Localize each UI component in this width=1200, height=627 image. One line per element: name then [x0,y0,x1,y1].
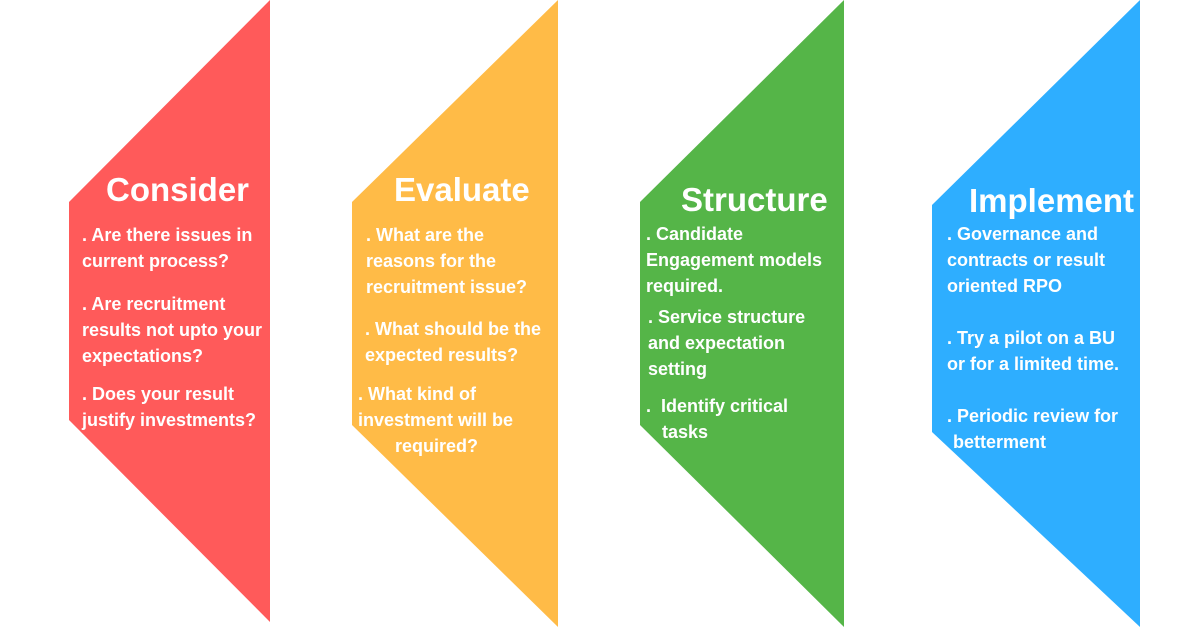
consider-bullet-2-line-2: results not upto your [82,320,262,340]
consider-shape [69,0,270,622]
structure-bullet-2-line-1: . Service structure [648,307,806,327]
structure-bullet-1-line-1: . Candidate [646,224,744,244]
structure-bullet-3-line-1: . Identify critical [646,396,789,416]
evaluate-bullet-2-line-1: . What should be the [365,319,541,339]
structure-bullet-1-line-2: Engagement models [646,250,823,270]
consider-bullet-3-line-1: . Does your result [82,384,235,404]
structure-shape [640,0,844,627]
implement-bullet-3-line-1: . Periodic review for [947,406,1119,426]
evaluate-title: Evaluate [394,171,530,208]
evaluate-shape [352,0,558,627]
consider-bullet-2-line-1: . Are recruitment [82,294,226,314]
consider-bullet-2-line-3: expectations? [82,346,204,366]
evaluate-bullet-3-line-3: required? [395,436,479,456]
consider-title: Consider [106,171,250,208]
evaluate-bullet-1-line-2: reasons for the [366,251,497,271]
structure-bullet-2-line-2: and expectation [648,333,786,353]
implement-bullet-2-line-1: . Try a pilot on a BU [947,328,1116,348]
structure-bullet-3-line-2: tasks [662,422,709,442]
evaluate-bullet-3-line-1: . What kind of [358,384,476,404]
implement-bullet-2-line-2: or for a limited time. [947,354,1120,374]
structure-bullet-2-line-3: setting [648,359,708,379]
implement-bullet-1-line-2: contracts or result [947,250,1106,270]
consider-bullet-3-line-2: justify investments? [82,410,257,430]
structure-bullet-1-line-3: required. [646,276,724,296]
implement-bullet-3-line-2: betterment [953,432,1047,452]
evaluate-bullet-1-line-1: . What are the [366,225,485,245]
consider-bullet-1-line-1: . Are there issues in [82,225,253,245]
implement-bullet-1-line-3: oriented RPO [947,276,1063,296]
implement-title: Implement [969,182,1135,219]
consider-bullet-1-line-2: current process? [82,251,230,271]
evaluate-bullet-1-line-3: recruitment issue? [366,277,528,297]
evaluate-bullet-3-line-2: investment will be [358,410,514,430]
implement-bullet-1-line-1: . Governance and [947,224,1099,244]
evaluate-bullet-2-line-2: expected results? [365,345,519,365]
structure-title: Structure [681,181,828,218]
implement-shape [932,0,1140,627]
